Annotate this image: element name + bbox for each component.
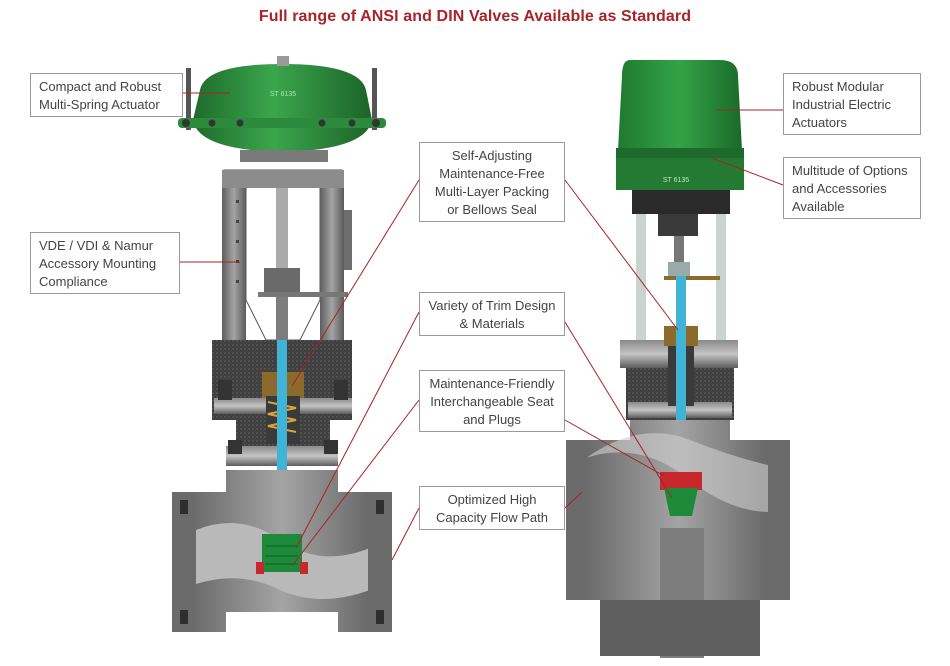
inlet-flange-right (566, 440, 588, 600)
actuator-bolts (182, 119, 380, 127)
actuator-stem (276, 188, 288, 268)
mounting-plate (344, 210, 352, 270)
leader-self-adjusting-right (564, 179, 679, 331)
callout-line: Capacity Flow Path (436, 510, 548, 525)
left-valve: ST 6135 (172, 56, 392, 632)
actuator-base (632, 190, 730, 214)
callout-line: Maintenance-Free (439, 166, 545, 181)
outlet-flange (368, 492, 392, 632)
callout-seat-plugs: Maintenance-Friendly Interchangeable Sea… (419, 370, 565, 432)
callout-line: Compact and Robust (39, 79, 162, 94)
position-indicator (664, 276, 720, 280)
callout-line: Maintenance-Friendly (429, 376, 555, 391)
callout-line: Compliance (39, 274, 108, 289)
callout-line: Multitude of Options (792, 163, 908, 178)
leader-flow-left (391, 507, 420, 561)
actuator-flange (178, 118, 386, 128)
page-title: Full range of ANSI and DIN Valves Availa… (258, 8, 692, 25)
lower-stem (276, 297, 288, 341)
yoke-bridge (222, 170, 344, 188)
inlet-flange (172, 492, 196, 632)
top-vent (277, 56, 289, 66)
callout-line: & Materials (459, 316, 525, 331)
nameplate-right: ST 6135 (663, 177, 689, 184)
callout-self-adjusting: Self-Adjusting Maintenance-Free Multi-La… (419, 142, 565, 222)
leader-trim-right (564, 321, 673, 499)
travel-indicator (258, 292, 348, 297)
left-tie-rod (186, 68, 191, 130)
right-valve: ST 6135 (566, 60, 790, 658)
callout-line: and Accessories (792, 181, 887, 196)
seat-ring-right (300, 562, 308, 574)
callout-line: Robust Modular (792, 79, 884, 94)
pillar-right (716, 214, 726, 344)
yoke-leg-left (222, 174, 246, 344)
leader-multitude-options (711, 157, 784, 186)
valve-stem-right (676, 276, 686, 486)
leader-lines (180, 92, 784, 567)
coupling (674, 236, 684, 266)
pillar-left (636, 214, 646, 344)
housing-seam (616, 148, 744, 158)
flange-bolt-holes (180, 500, 384, 624)
callout-line: or Bellows Seal (447, 202, 537, 217)
trim-cage (262, 534, 302, 572)
left-tie-rod (372, 68, 377, 130)
callout-line: Variety of Trim Design (428, 298, 556, 313)
leader-self-adjusting-left (291, 179, 420, 387)
lower-body (600, 600, 760, 656)
leader-trim-left (295, 311, 420, 549)
callout-line: Multi-Layer Packing (434, 184, 550, 199)
diaphragm-actuator (193, 64, 372, 152)
seat-ring-right-valve (660, 472, 702, 490)
callout-line: Industrial Electric (792, 97, 891, 112)
leader-seat-left (291, 399, 420, 567)
callout-line: Interchangeable Seat (430, 394, 554, 409)
stem-connector (264, 268, 300, 292)
callout-line: Optimized High (447, 492, 537, 507)
callout-line: Self-Adjusting (451, 148, 533, 163)
yoke-top (240, 150, 328, 162)
leader-flow-right (564, 491, 583, 509)
callout-line: VDE / VDI & Namur (39, 238, 154, 253)
callout-line: Multi-Spring Actuator (39, 97, 160, 112)
outlet-flange-right (768, 440, 790, 600)
valve-stem (277, 340, 287, 536)
yoke-leg-right (320, 174, 344, 344)
bonnet-nuts (218, 380, 348, 454)
callout-line: Accessory Mounting (39, 256, 157, 271)
callout-vde-vdi: VDE / VDI & Namur Accessory Mounting Com… (30, 232, 180, 294)
callout-robust-electric: Robust Modular Industrial Electric Actua… (783, 73, 921, 135)
stem-clamp (668, 262, 690, 278)
cage-ports (266, 545, 298, 565)
callout-multitude-options: Multitude of Options and Accessories Ava… (783, 157, 921, 219)
callout-line: Actuators (792, 115, 847, 130)
seat-ring-left (256, 562, 264, 574)
callout-compact-actuator: Compact and Robust Multi-Spring Actuator (30, 73, 183, 117)
coupling-housing (658, 214, 698, 236)
nameplate-left: ST 6135 (270, 91, 296, 98)
callout-trim-design: Variety of Trim Design & Materials (419, 292, 565, 336)
leader-seat-right (564, 419, 665, 477)
callout-line: and Plugs (463, 412, 521, 427)
plug-right (664, 488, 698, 516)
callout-line: Available (792, 199, 845, 214)
callout-flow-path: Optimized High Capacity Flow Path (419, 486, 565, 530)
electric-actuator-cover (618, 60, 742, 150)
